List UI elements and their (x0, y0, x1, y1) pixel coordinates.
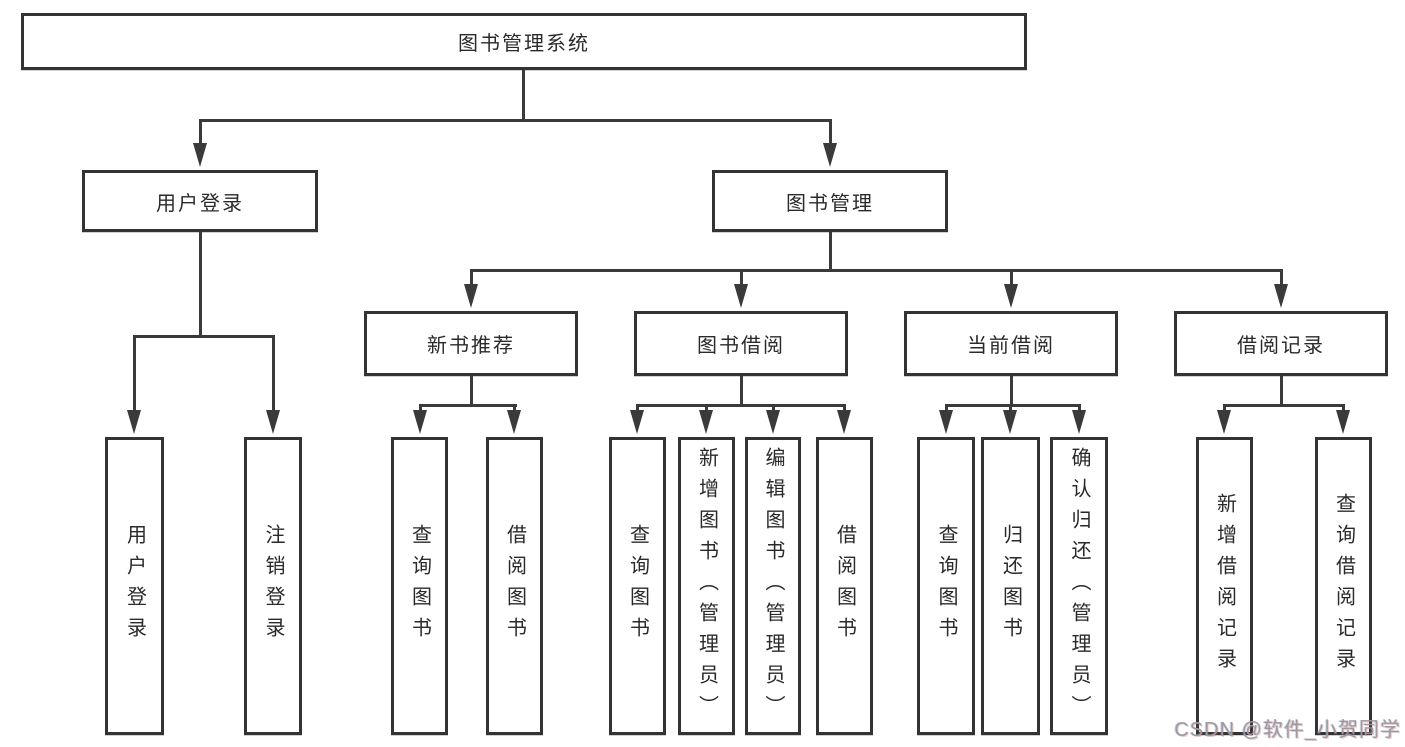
leaf-current-confirm-return-admin-label: 确认归还（管理员） (1068, 446, 1090, 726)
node-root-label: 图书管理系统 (458, 33, 590, 55)
connector-line (829, 232, 832, 272)
arrow-down-icon (127, 410, 141, 434)
leaf-borrowing-edit-book-admin-label: 编辑图书（管理员） (762, 446, 784, 726)
connector-line (1010, 269, 1013, 286)
leaf-current-confirm-return-admin: 确认归还（管理员） (1050, 437, 1108, 735)
leaf-current-query-books-label: 查询图书 (935, 524, 957, 648)
arrow-down-icon (1336, 410, 1350, 434)
connector-line (772, 404, 775, 413)
connector-line (1280, 376, 1283, 407)
node-new-book-recommend-label: 新书推荐 (427, 335, 515, 357)
connector-line (1078, 404, 1081, 413)
csdn-watermark: CSDN @软件_小贺同学 (1174, 719, 1401, 741)
leaf-newbooks-borrow-books-label: 借阅图书 (503, 524, 526, 648)
connector-line (636, 404, 846, 407)
leaf-borrowing-add-book-admin-label: 新增图书（管理员） (695, 446, 718, 726)
node-current-borrowing: 当前借阅 (904, 311, 1118, 376)
node-new-book-recommend: 新书推荐 (364, 311, 578, 376)
node-root: 图书管理系统 (21, 13, 1027, 70)
arrow-down-icon (1004, 284, 1018, 308)
connector-line (199, 119, 831, 122)
node-book-borrowing-label: 图书借阅 (697, 335, 785, 357)
connector-line (1342, 404, 1345, 413)
node-user-login: 用户登录 (82, 170, 318, 232)
connector-line (1223, 404, 1226, 413)
connector-line (1010, 376, 1013, 407)
connector-line (945, 404, 948, 413)
connector-line (843, 404, 846, 413)
leaf-current-query-books: 查询图书 (917, 437, 975, 735)
node-borrowing-records-label: 借阅记录 (1237, 335, 1325, 357)
connector-line (133, 335, 274, 338)
arrow-down-icon (630, 410, 644, 434)
connector-line (419, 404, 517, 407)
node-current-borrowing-label: 当前借阅 (967, 335, 1055, 357)
node-book-management: 图书管理 (712, 170, 948, 232)
leaf-borrowing-add-book-admin: 新增图书（管理员） (678, 437, 735, 735)
node-user-login-label: 用户登录 (156, 192, 244, 215)
connector-line (199, 119, 202, 146)
arrow-down-icon (939, 410, 953, 434)
leaf-records-query-record-label: 查询借阅记录 (1332, 493, 1355, 679)
leaf-borrowing-query-books: 查询图书 (609, 437, 666, 735)
node-borrowing-records: 借阅记录 (1174, 311, 1388, 376)
connector-line (636, 404, 639, 413)
connector-line (829, 119, 832, 146)
arrow-down-icon (507, 410, 521, 434)
arrow-down-icon (266, 410, 280, 434)
leaf-user-login-label: 用户登录 (123, 524, 146, 648)
leaf-logout-label: 注销登录 (262, 524, 284, 648)
connector-line (740, 376, 743, 407)
connector-line (945, 404, 1081, 407)
arrow-down-icon (766, 410, 780, 434)
connector-line (522, 70, 525, 120)
connector-line (272, 335, 275, 412)
leaf-newbooks-borrow-books: 借阅图书 (486, 437, 543, 735)
leaf-current-return-books-label: 归还图书 (999, 524, 1022, 648)
arrow-down-icon (823, 143, 837, 167)
leaf-current-return-books: 归还图书 (981, 437, 1040, 735)
connector-line (705, 404, 708, 413)
node-book-borrowing: 图书借阅 (634, 311, 848, 376)
connector-line (470, 376, 473, 407)
connector-line (419, 404, 422, 413)
connector-line (133, 335, 136, 412)
leaf-user-login: 用户登录 (105, 437, 164, 735)
arrow-down-icon (699, 410, 713, 434)
arrow-down-icon (837, 410, 851, 434)
arrow-down-icon (1217, 410, 1231, 434)
connector-line (199, 232, 202, 338)
leaf-borrowing-borrow-books: 借阅图书 (816, 437, 873, 735)
node-book-management-label: 图书管理 (786, 192, 874, 215)
leaf-newbooks-query-books-label: 查询图书 (408, 524, 431, 648)
leaf-records-query-record: 查询借阅记录 (1315, 437, 1372, 735)
leaf-borrowing-borrow-books-label: 借阅图书 (833, 524, 856, 648)
arrow-down-icon (1072, 410, 1086, 434)
leaf-borrowing-edit-book-admin: 编辑图书（管理员） (745, 437, 801, 735)
connector-line (1223, 404, 1345, 407)
arrow-down-icon (1274, 284, 1288, 308)
connector-line (513, 404, 516, 413)
connector-line (470, 269, 473, 286)
arrow-down-icon (413, 410, 427, 434)
connector-line (1280, 269, 1283, 286)
arrow-down-icon (734, 284, 748, 308)
leaf-newbooks-query-books: 查询图书 (391, 437, 448, 735)
connector-line (740, 269, 743, 286)
arrow-down-icon (1003, 410, 1017, 434)
connector-line (1009, 404, 1012, 413)
leaf-borrowing-query-books-label: 查询图书 (626, 524, 649, 648)
leaf-records-add-record: 新增借阅记录 (1196, 437, 1253, 735)
connector-line (470, 269, 1283, 272)
leaf-records-add-record-label: 新增借阅记录 (1213, 493, 1236, 679)
arrow-down-icon (193, 143, 207, 167)
leaf-logout: 注销登录 (244, 437, 302, 735)
arrow-down-icon (464, 284, 478, 308)
